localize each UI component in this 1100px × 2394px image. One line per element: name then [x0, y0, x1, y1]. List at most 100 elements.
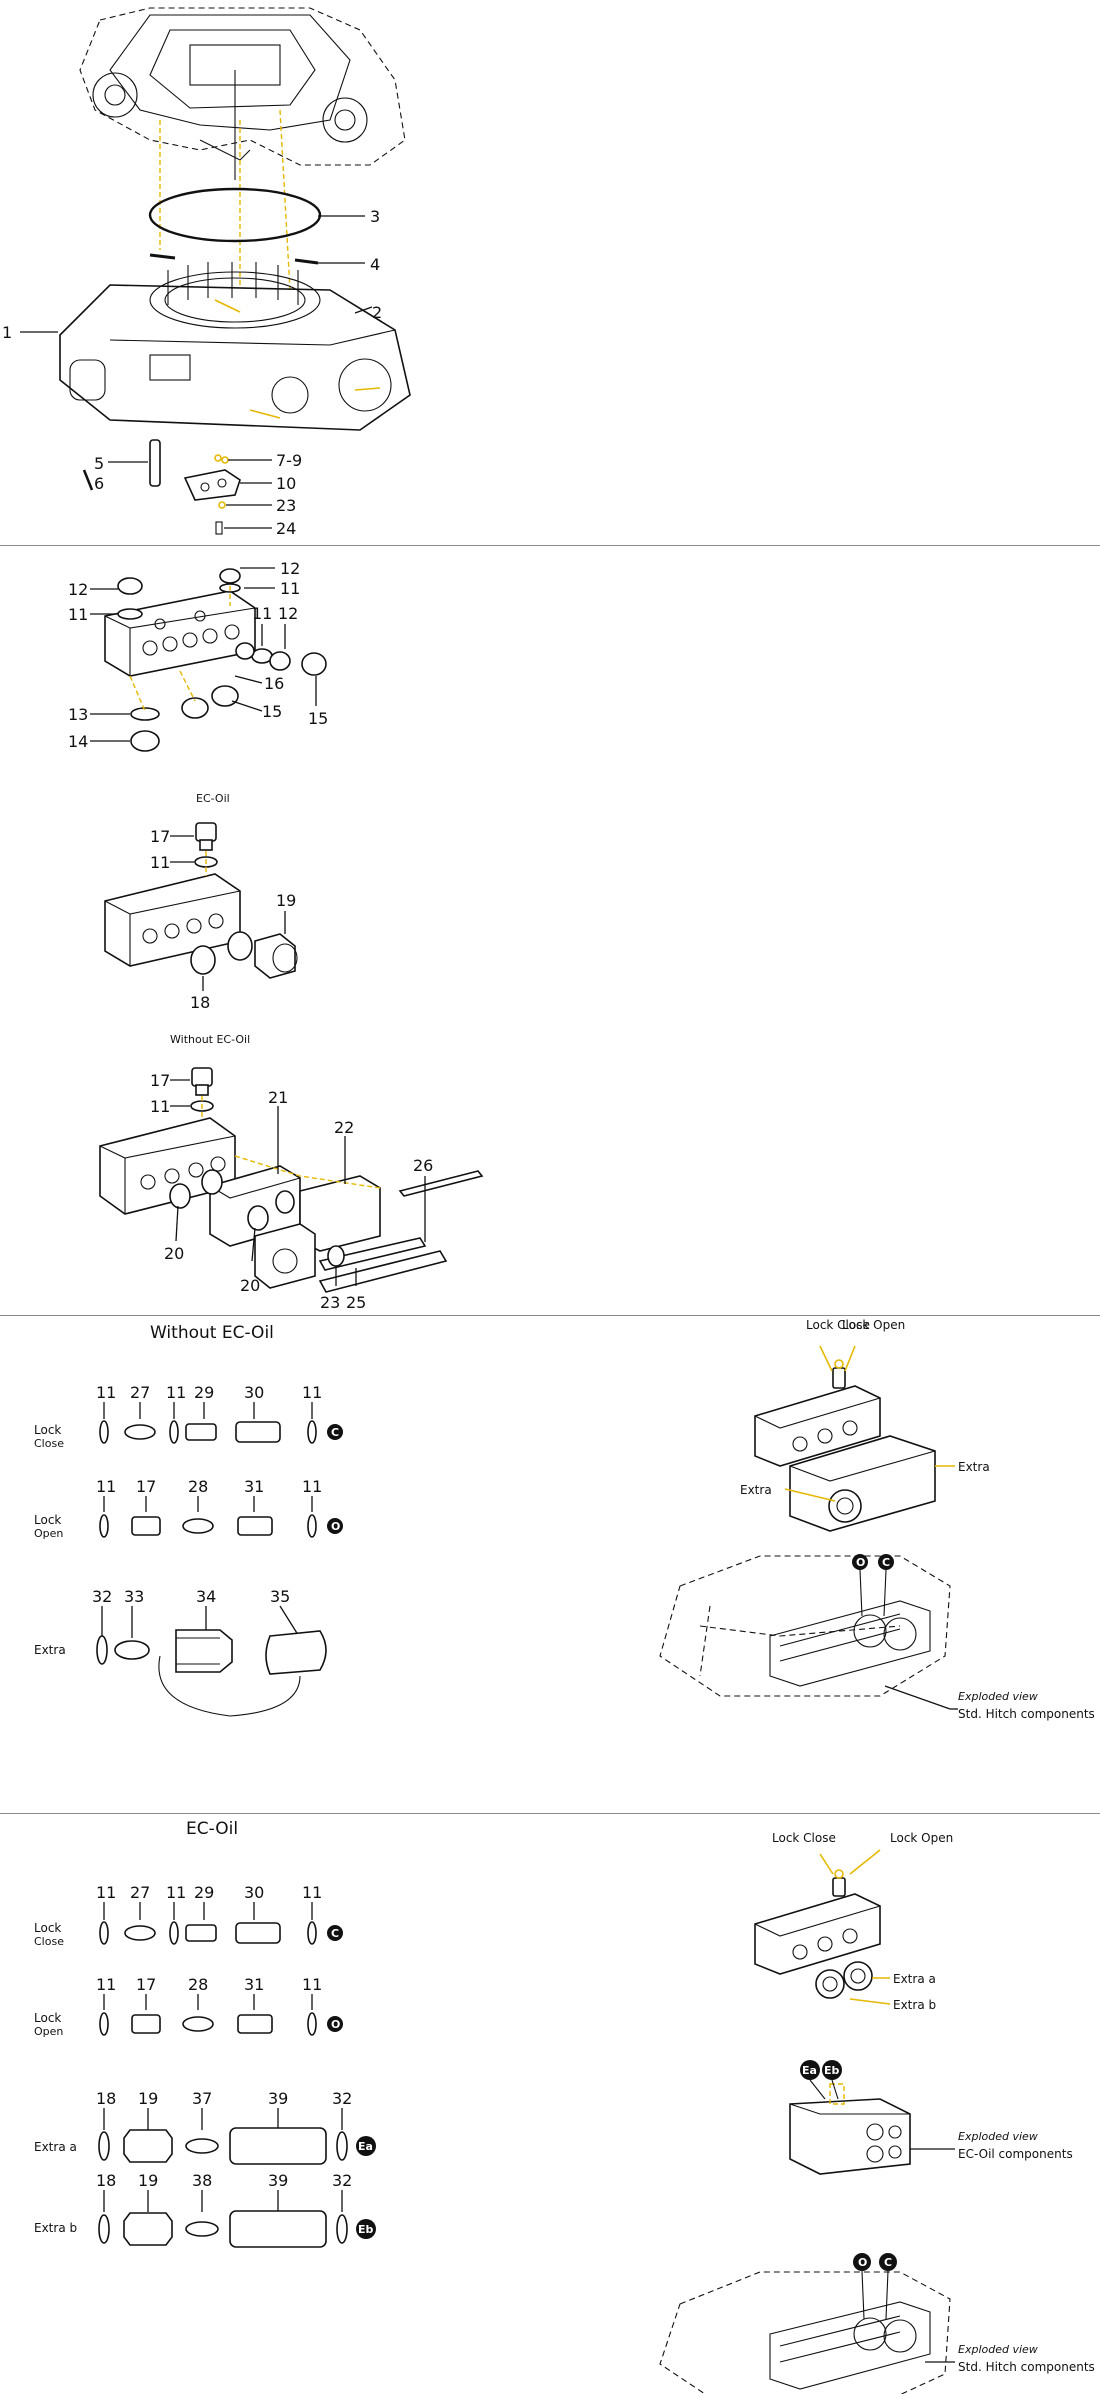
- row-label-main: Lock: [34, 2011, 61, 2025]
- part-number: 31: [244, 1477, 264, 1496]
- module-drawing-std: [754, 1359, 936, 1532]
- part-number: 39: [268, 2089, 288, 2108]
- section1-callouts: 1 2 3 4 5 6 7-9 10 23 24: [2, 207, 382, 538]
- seals-block-a: [117, 568, 327, 752]
- label-lock-open: Lock Open: [890, 1831, 953, 1845]
- callout-11-d: 11: [150, 853, 170, 872]
- ec-oil-block-drawing: Ea Eb: [789, 2060, 955, 2175]
- part-number: 32: [332, 2089, 352, 2108]
- callout-19: 19: [276, 891, 296, 910]
- row-lock-open: Lock Open 11 17 28 31 11 O: [34, 1975, 343, 2038]
- callout-20-b: 20: [240, 1276, 260, 1295]
- part-number: 17: [136, 1477, 156, 1496]
- callout-12-b: 12: [280, 559, 300, 578]
- std-hitch-label: Std. Hitch components: [958, 1707, 1095, 1721]
- row-label-sub: Open: [34, 2025, 63, 2038]
- badge-ea-side: Ea: [802, 2064, 817, 2077]
- badge-ea: Ea: [358, 2140, 373, 2153]
- part-number: 33: [124, 1587, 144, 1606]
- row-label-sub: Close: [34, 1437, 64, 1450]
- row-label-sub: Open: [34, 1527, 63, 1540]
- badge-eb-side: Eb: [824, 2064, 840, 2077]
- row-lock-open: Lock Open 11 17 28 31 11 O: [34, 1477, 343, 1540]
- part-number: 38: [192, 2171, 212, 2190]
- section-divider-3: [0, 1813, 1100, 1814]
- row-extra-a: Extra a 18 19 37 39 32 Ea: [34, 2089, 376, 2165]
- section-main-assembly: 1 2 3 4 5 6 7-9 10 23 24: [0, 0, 1100, 545]
- badge-eb: Eb: [358, 2223, 374, 2236]
- o-ring-drawing: [148, 187, 322, 243]
- valve-block-c-drawing: [99, 1067, 484, 1293]
- row-extra: Extra 32 33 34 35: [34, 1587, 327, 1717]
- row-label-main: Lock: [34, 1513, 61, 1527]
- badge-o-hitch: O: [856, 1556, 865, 1569]
- row-label-main: Extra b: [34, 2221, 77, 2235]
- callout-3: 3: [370, 207, 380, 226]
- section-valve-blocks: 12 11 11 12 12 11 16 15 15 13 14 EC-Oil: [0, 546, 1100, 1315]
- part-number: 27: [130, 1383, 150, 1402]
- callout-12-a: 12: [68, 580, 88, 599]
- part-number: 11: [302, 1383, 322, 1402]
- part-number: 18: [96, 2089, 116, 2108]
- ec-oil-diagram: EC-Oil Lock Close 11 27 11 29 30 11 C: [34, 1819, 1095, 2394]
- label-lock-close: Lock Close: [806, 1318, 870, 1332]
- callout-17-c: 17: [150, 1071, 170, 1090]
- main-assembly-diagram: 1 2 3 4 5 6 7-9 10 23 24: [2, 7, 411, 538]
- badge-o: O: [331, 2018, 340, 2031]
- callout-21: 21: [268, 1088, 288, 1107]
- callout-26: 26: [413, 1156, 433, 1175]
- callout-1: 1: [2, 323, 12, 342]
- badge-c-hitch-ec: C: [884, 2256, 892, 2269]
- part-number: 32: [92, 1587, 112, 1606]
- hitch-drawing-std: O C: [659, 1554, 958, 1710]
- callout-25: 25: [346, 1293, 366, 1312]
- without-ec-oil-diagram: Without EC-Oil Lock Close 11 27 11 29 30…: [34, 1318, 1095, 1721]
- part-number: 19: [138, 2171, 158, 2190]
- exploded-view-label-2: Exploded view: [958, 2343, 1038, 2356]
- row-label-main: Extra: [34, 1643, 66, 1657]
- part-number: 28: [188, 1477, 208, 1496]
- valve-block-b-drawing: [104, 822, 298, 979]
- callout-23: 23: [276, 496, 296, 515]
- section-without-ec-oil: Without EC-Oil Lock Close 11 27 11 29 30…: [0, 1316, 1100, 1813]
- part-number: 37: [192, 2089, 212, 2108]
- callout-12-c: 12: [278, 604, 298, 623]
- label-extra-right: Extra: [958, 1460, 990, 1474]
- valve-block-a-drawing: [104, 590, 256, 677]
- label-lock-open: Lock Open: [842, 1318, 905, 1332]
- part-number: 11: [96, 1975, 116, 1994]
- part-number: 11: [302, 1975, 322, 1994]
- label-extra-a: Extra a: [893, 1972, 936, 1986]
- part-number: 30: [244, 1383, 264, 1402]
- part-number: 29: [194, 1883, 214, 1902]
- callout-13: 13: [68, 705, 88, 724]
- part-number: 11: [166, 1383, 186, 1402]
- callout-14: 14: [68, 732, 88, 751]
- exploded-view-label-1: Exploded view: [958, 2130, 1038, 2143]
- callout-11-a: 11: [68, 605, 88, 624]
- callout-6: 6: [94, 474, 104, 493]
- row-label-main: Extra a: [34, 2140, 77, 2154]
- ec-oil-subtitle: EC-Oil: [196, 792, 230, 805]
- callout-24: 24: [276, 519, 296, 538]
- section-divider-2: [0, 1315, 1100, 1316]
- row-label-main: Lock: [34, 1423, 61, 1437]
- part-number: 31: [244, 1975, 264, 1994]
- label-extra-b: Extra b: [893, 1998, 936, 2012]
- section-divider-1: [0, 545, 1100, 546]
- callout-11-b: 11: [280, 579, 300, 598]
- section2-callouts-a: 12 11 11 12 12 11 16 15 15 13 14: [68, 559, 328, 751]
- part-number: 35: [270, 1587, 290, 1606]
- part-number: 27: [130, 1883, 150, 1902]
- callout-2: 2: [372, 303, 382, 322]
- module-drawing-ec: [754, 1869, 881, 1999]
- callout-10: 10: [276, 474, 296, 493]
- section-ec-oil: EC-Oil Lock Close 11 27 11 29 30 11 C: [0, 1814, 1100, 2394]
- section2-callouts-b: 17 11 19 18: [150, 827, 296, 1012]
- section3-title: Without EC-Oil: [150, 1323, 274, 1343]
- valve-blocks-diagram: 12 11 11 12 12 11 16 15 15 13 14 EC-Oil: [68, 559, 484, 1312]
- part-number: 11: [302, 1477, 322, 1496]
- section2-callouts-c: 17 11 21 22 26 20 20 23 25: [150, 1071, 433, 1312]
- part-number: 39: [268, 2171, 288, 2190]
- callout-15-a: 15: [262, 702, 282, 721]
